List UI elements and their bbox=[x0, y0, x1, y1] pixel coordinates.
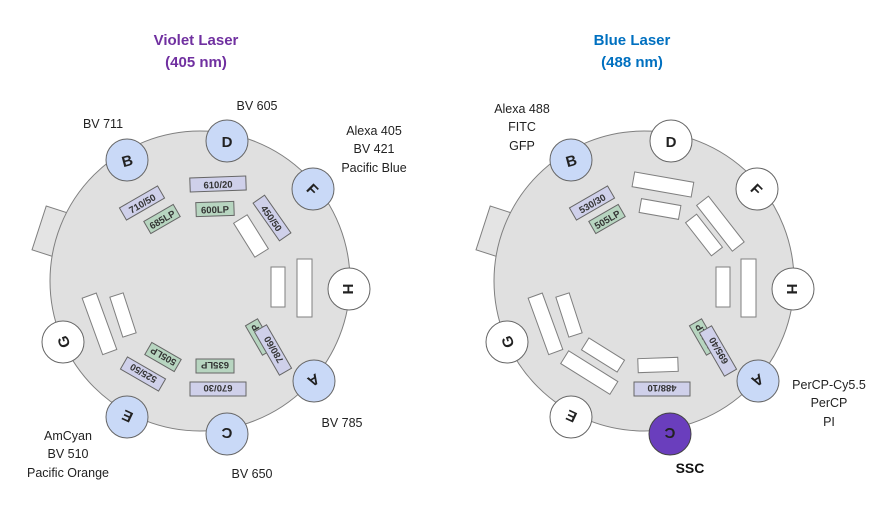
violet-filter-610-20: 610/20 bbox=[189, 175, 247, 193]
violet-filter-635lp: 635LP bbox=[195, 358, 235, 374]
blue-a-label: PerCP bbox=[811, 396, 848, 410]
blue-detector-c: C bbox=[648, 412, 692, 456]
violet-empty-slot bbox=[232, 214, 270, 258]
violet-empty-slot bbox=[109, 292, 137, 338]
filter-label: 600LP bbox=[201, 204, 230, 216]
blue-title-line2: (488 nm) bbox=[601, 54, 663, 71]
blue-a-label: PI bbox=[823, 415, 835, 429]
violet-title-line1: Violet Laser bbox=[154, 32, 239, 49]
blue-empty-slot bbox=[684, 213, 724, 257]
blue-detector-b: B bbox=[549, 138, 593, 182]
violet-e-label: BV 510 bbox=[47, 447, 88, 461]
violet-c-label: BV 650 bbox=[231, 467, 272, 481]
blue-empty-slot bbox=[695, 195, 745, 252]
violet-detector-e: E bbox=[105, 395, 149, 439]
filter-label: 610/20 bbox=[203, 179, 232, 191]
blue-filter-488-10: 488/10 bbox=[633, 381, 691, 397]
violet-empty-slot bbox=[296, 258, 313, 318]
violet-detector-g: G bbox=[41, 320, 85, 364]
blue-b-label: Alexa 488 bbox=[494, 102, 550, 116]
blue-detector-f: F bbox=[735, 167, 779, 211]
violet-laser-panel: Violet Laser (405 nm) 710/50 685LP 610/2… bbox=[27, 32, 407, 481]
detector-letter: H bbox=[783, 284, 800, 295]
detector-letter: D bbox=[222, 134, 233, 151]
violet-detector-b: B bbox=[105, 138, 149, 182]
violet-filter-450-50: 450/50 bbox=[252, 194, 292, 242]
blue-empty-slot bbox=[638, 198, 682, 220]
violet-b-label: BV 711 bbox=[83, 117, 123, 131]
detector-letter: G bbox=[54, 333, 74, 350]
detector-letter: H bbox=[339, 284, 356, 295]
filter-label: 670/30 bbox=[203, 382, 232, 393]
violet-d-label: BV 605 bbox=[236, 99, 277, 113]
detector-letter: B bbox=[120, 152, 135, 171]
blue-detector-a: A bbox=[736, 359, 780, 403]
violet-e-label: Pacific Orange bbox=[27, 466, 109, 480]
blue-empty-slot bbox=[740, 258, 757, 318]
blue-empty-slot bbox=[580, 337, 626, 373]
blue-empty-slot bbox=[715, 266, 731, 308]
violet-filter-670-30: 670/30 bbox=[189, 381, 247, 397]
blue-empty-slot bbox=[527, 292, 564, 356]
violet-filter-600lp: 600LP bbox=[195, 200, 235, 218]
violet-f-label: Pacific Blue bbox=[341, 161, 406, 175]
blue-detector-e: E bbox=[549, 395, 593, 439]
blue-detector-h: H bbox=[771, 267, 815, 311]
violet-detector-f: F bbox=[291, 167, 335, 211]
detector-letter: G bbox=[498, 333, 518, 350]
blue-detector-g: G bbox=[485, 320, 529, 364]
blue-b-label: FITC bbox=[508, 120, 536, 134]
blue-empty-slot bbox=[637, 356, 679, 374]
violet-a-label: BV 785 bbox=[321, 416, 362, 430]
detector-letter: C bbox=[664, 424, 675, 441]
blue-empty-slot bbox=[631, 171, 695, 198]
detector-letter: B bbox=[564, 152, 579, 171]
blue-detector-d: D bbox=[649, 119, 693, 163]
filter-label: 635LP bbox=[200, 359, 229, 370]
violet-title-line2: (405 nm) bbox=[165, 54, 227, 71]
violet-empty-slot bbox=[81, 292, 118, 356]
violet-empty-slot bbox=[270, 266, 286, 308]
blue-empty-slot bbox=[555, 292, 583, 338]
detector-letter: D bbox=[666, 134, 677, 151]
violet-f-label: BV 421 bbox=[353, 142, 394, 156]
violet-detector-a: A bbox=[292, 359, 336, 403]
blue-title-line1: Blue Laser bbox=[594, 32, 671, 49]
blue-empty-slot bbox=[560, 350, 619, 395]
violet-detector-h: H bbox=[327, 267, 371, 311]
violet-detector-c: C bbox=[205, 412, 249, 456]
detector-letter: C bbox=[221, 424, 232, 441]
violet-detector-d: D bbox=[205, 119, 249, 163]
blue-filter-505lp: 505LP bbox=[588, 203, 626, 235]
violet-f-label: Alexa 405 bbox=[346, 124, 402, 138]
filter-label: 488/10 bbox=[647, 382, 676, 393]
blue-a-label: PerCP-Cy5.5 bbox=[792, 378, 866, 392]
violet-e-label: AmCyan bbox=[44, 429, 92, 443]
blue-c-label: SSC bbox=[676, 460, 705, 476]
blue-laser-panel: Blue Laser (488 nm) 530/30 505LP 670LP bbox=[475, 32, 866, 476]
blue-b-label: GFP bbox=[509, 139, 535, 153]
